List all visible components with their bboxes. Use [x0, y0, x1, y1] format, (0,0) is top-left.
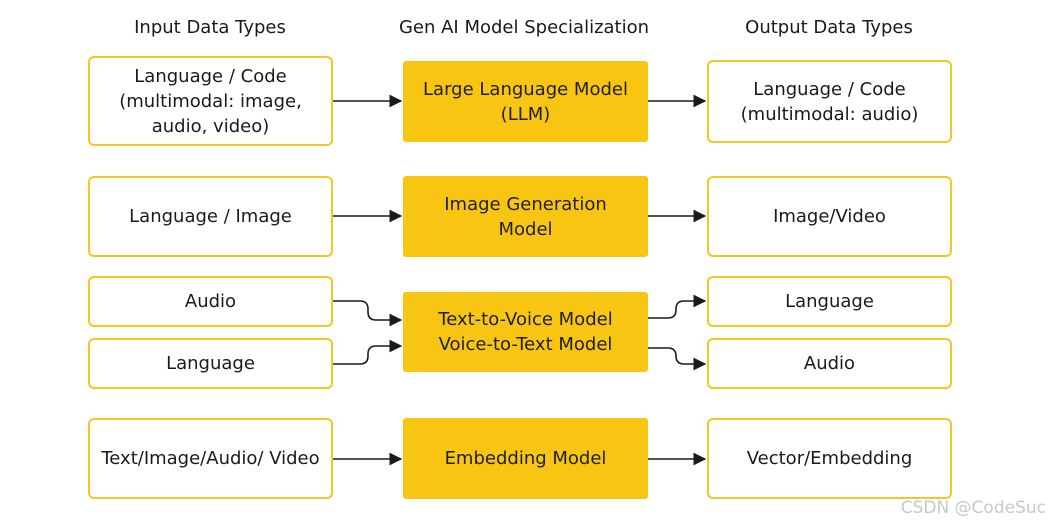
model-box-llm: Large Language Model (LLM): [403, 61, 648, 142]
arrow-audio-output: [648, 347, 707, 371]
output-box-image-video: Image/Video: [707, 176, 952, 257]
model-box-embedding: Embedding Model: [403, 418, 648, 499]
arrow-audio-input: [333, 300, 403, 327]
arrow-language-output: [648, 294, 707, 319]
output-column-header: Output Data Types: [745, 17, 913, 38]
input-column-header: Input Data Types: [134, 17, 286, 38]
input-box-text-image-audio-video: Text/Image/Audio/ Video: [88, 418, 333, 499]
arrow-language-input: [333, 339, 403, 365]
model-column-header: Gen AI Model Specialization: [398, 17, 650, 38]
input-box-language-code: Language / Code (multimodal: image, audi…: [88, 56, 333, 146]
model-box-image-generation: Image Generation Model: [403, 176, 648, 257]
output-box-audio: Audio: [707, 338, 952, 389]
input-box-language-image: Language / Image: [88, 176, 333, 257]
watermark: CSDN @CodeSuc: [900, 498, 1046, 518]
output-box-vector-embedding: Vector/Embedding: [707, 418, 952, 499]
output-box-language: Language: [707, 276, 952, 327]
output-box-language-code: Language / Code (multimodal: audio): [707, 60, 952, 143]
model-box-voice: Text-to-Voice Model Voice-to-Text Model: [403, 292, 648, 372]
input-box-language: Language: [88, 338, 333, 389]
input-box-audio: Audio: [88, 276, 333, 327]
